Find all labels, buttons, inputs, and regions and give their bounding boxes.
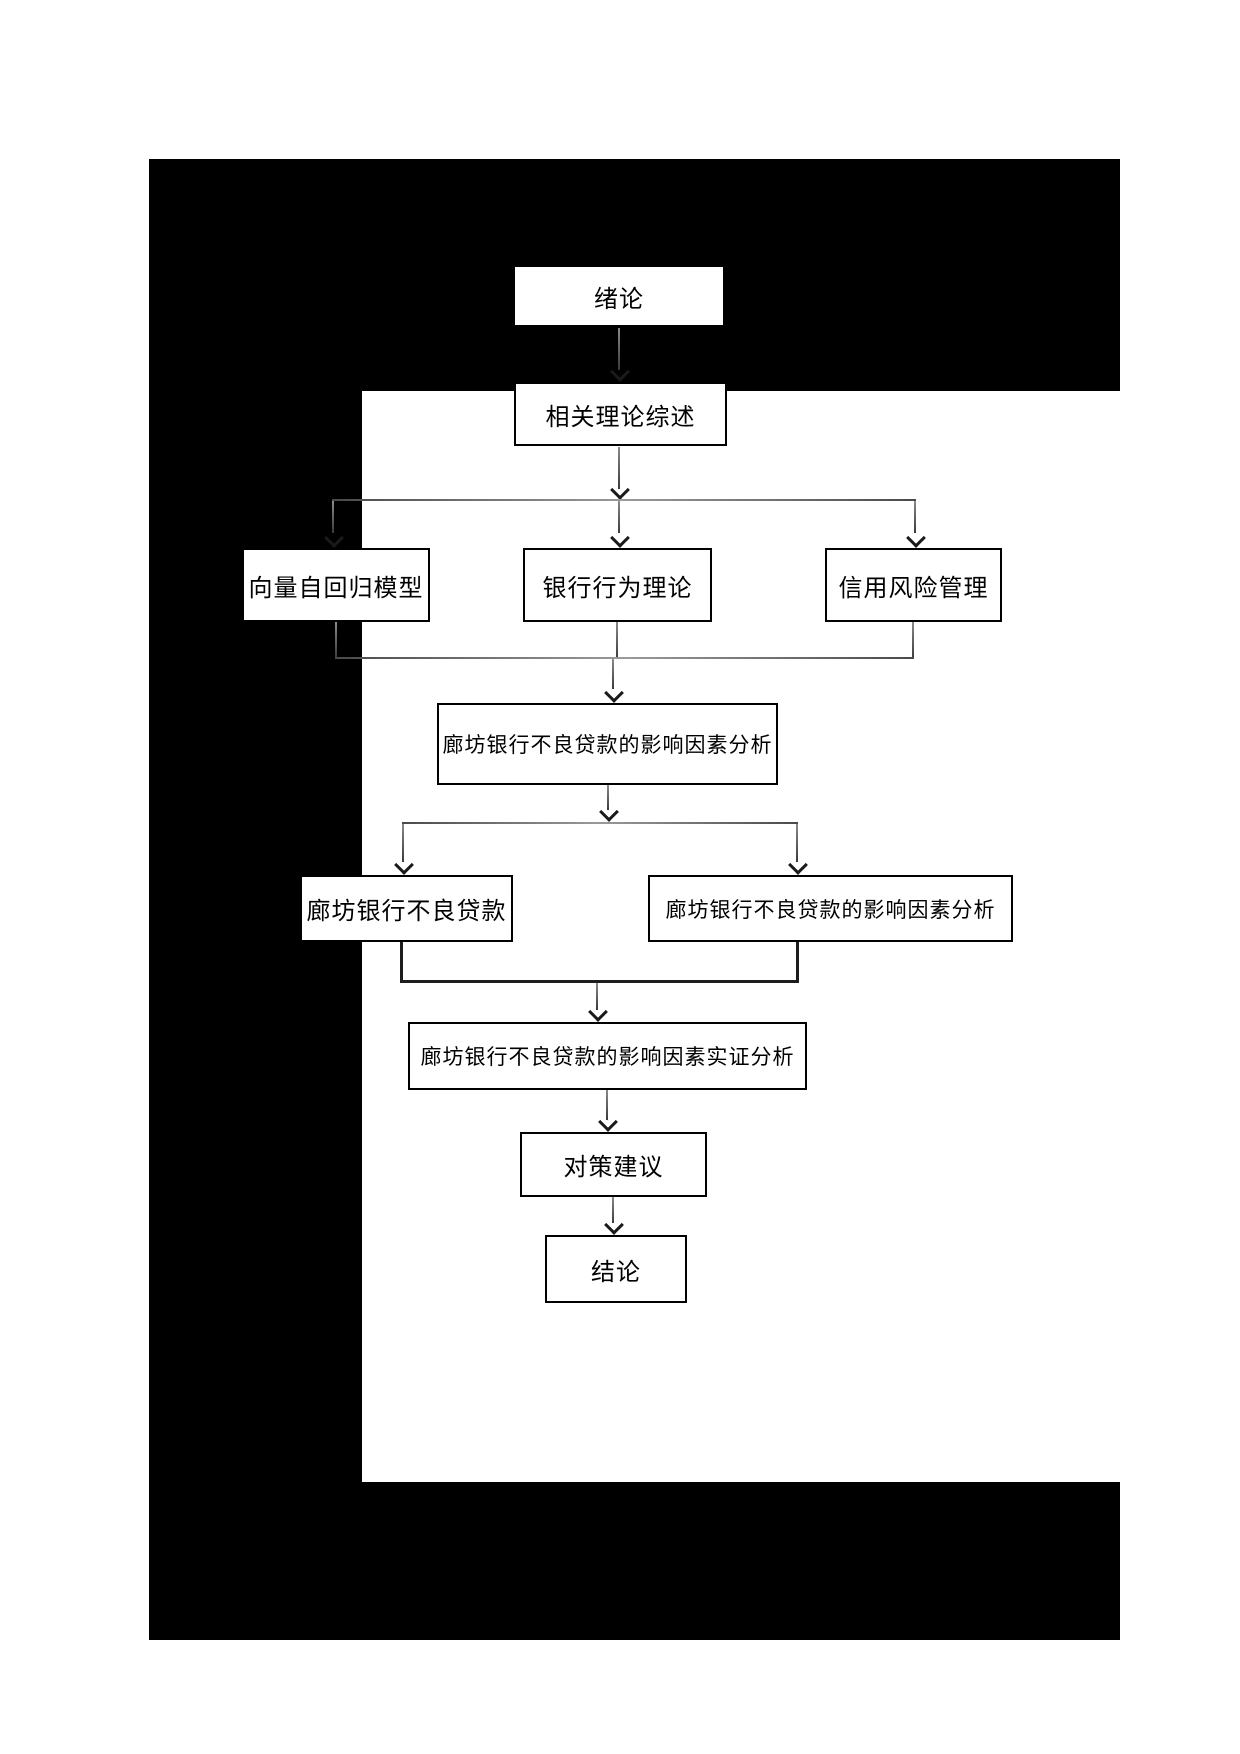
flow-node-factors-analysis: 廊坊银行不良贷款的影响因素分析 — [437, 703, 778, 785]
connector-empirical-suggestions — [606, 1090, 608, 1120]
merge-line-var-model — [335, 622, 337, 659]
merge-line-factors-analysis-2 — [796, 942, 799, 983]
flow-node-intro-label: 绪论 — [594, 285, 644, 313]
flow-node-var-model: 向量自回归模型 — [242, 548, 430, 622]
connector-review-branch-line — [618, 447, 620, 489]
flow-node-empirical: 廊坊银行不良贷款的影响因素实证分析 — [408, 1022, 807, 1090]
flow-node-intro: 绪论 — [513, 265, 725, 327]
merge-line-credit-risk — [912, 622, 914, 659]
connector-branch-npl — [402, 824, 404, 862]
merge-line-theories — [335, 657, 914, 659]
connector-branch-credit-risk — [914, 501, 916, 533]
connector-factors-branch-line — [607, 785, 609, 810]
flow-node-factors-analysis-2-label: 廊坊银行不良贷款的影响因素分析 — [665, 898, 996, 922]
flow-node-var-model-label: 向量自回归模型 — [248, 574, 424, 602]
merge-line-npl — [400, 942, 403, 983]
flow-node-bank-behavior-label: 银行行为理论 — [542, 574, 693, 602]
flow-node-review-label: 相关理论综述 — [545, 403, 696, 431]
merge-line-analysis — [400, 980, 799, 983]
connector-branch-bank-behavior — [618, 501, 620, 533]
merge-line-bank-behavior — [616, 622, 618, 659]
flow-node-credit-risk: 信用风险管理 — [825, 548, 1002, 622]
branch-line-theories — [332, 499, 916, 501]
connector-branch-factors-analysis-2 — [796, 824, 798, 862]
branch-line-analysis — [402, 822, 798, 824]
flow-node-suggestions: 对策建议 — [520, 1132, 707, 1197]
connector-merge-empirical — [596, 983, 598, 1010]
flow-node-suggestions-label: 对策建议 — [563, 1154, 664, 1181]
flow-node-npl-label: 廊坊银行不良贷款 — [306, 898, 507, 925]
flow-node-npl: 廊坊银行不良贷款 — [300, 875, 513, 942]
flow-node-bank-behavior: 银行行为理论 — [523, 548, 712, 622]
flow-node-empirical-label: 廊坊银行不良贷款的影响因素实证分析 — [420, 1046, 795, 1069]
connector-intro-review-line — [618, 328, 620, 370]
flow-node-factors-analysis-2: 廊坊银行不良贷款的影响因素分析 — [648, 875, 1013, 942]
connector-suggestions-conclusion — [612, 1197, 614, 1223]
flow-node-review: 相关理论综述 — [514, 382, 727, 446]
flow-node-credit-risk-label: 信用风险管理 — [838, 574, 989, 602]
flow-node-conclusion-label: 结论 — [591, 1258, 641, 1286]
flow-node-factors-analysis-label: 廊坊银行不良贷款的影响因素分析 — [442, 734, 773, 757]
flow-node-conclusion: 结论 — [545, 1235, 687, 1303]
connector-merge-factors-analysis — [612, 659, 614, 689]
connector-branch-var-model — [332, 501, 334, 533]
